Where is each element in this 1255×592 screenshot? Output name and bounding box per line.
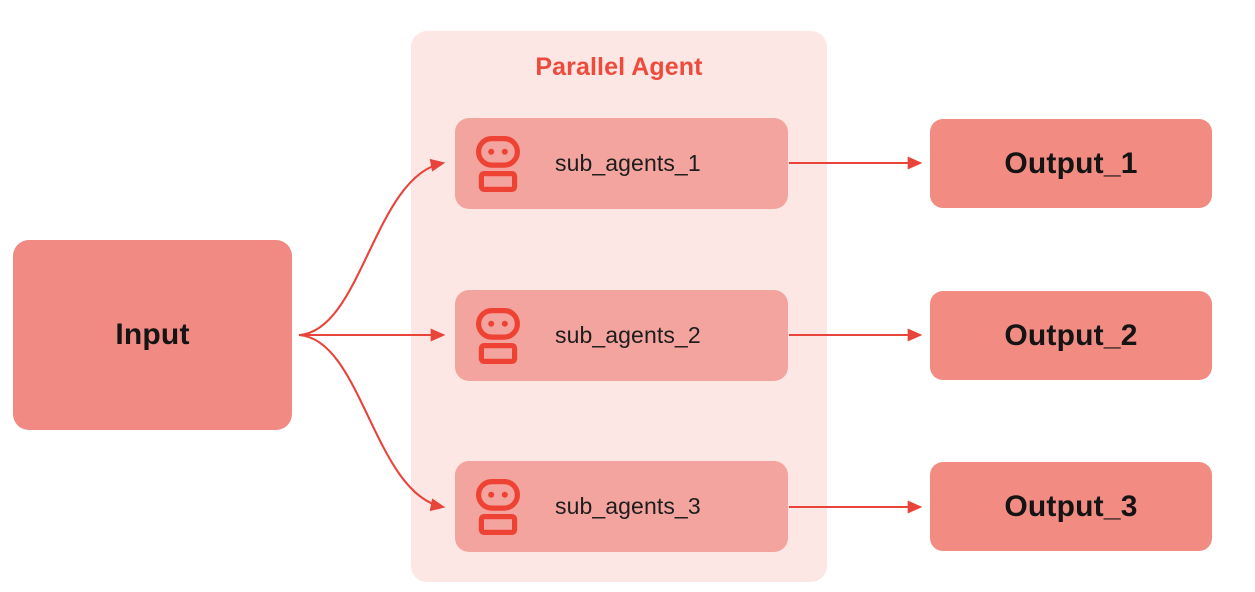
robot-icon bbox=[476, 307, 520, 364]
output-node-1[interactable]: Output_1 bbox=[930, 119, 1212, 208]
output-node-label-2: Output_2 bbox=[1004, 318, 1138, 352]
input-node[interactable]: Input bbox=[13, 240, 292, 430]
output-node-2[interactable]: Output_2 bbox=[930, 291, 1212, 380]
subagent-label-2: sub_agents_2 bbox=[555, 322, 701, 348]
output-node-3[interactable]: Output_3 bbox=[930, 462, 1212, 551]
subagent-label-3: sub_agents_3 bbox=[555, 493, 701, 519]
parallel-agent-title: Parallel Agent bbox=[535, 53, 703, 81]
robot-icon bbox=[476, 135, 520, 192]
subagent-node-3[interactable]: sub_agents_3 bbox=[455, 461, 788, 552]
output-node-label-3: Output_3 bbox=[1004, 489, 1138, 523]
subagent-node-1[interactable]: sub_agents_1 bbox=[455, 118, 788, 209]
subagent-label-1: sub_agents_1 bbox=[555, 150, 701, 176]
subagent-node-2[interactable]: sub_agents_2 bbox=[455, 290, 788, 381]
input-node-label: Input bbox=[115, 318, 190, 351]
robot-icon bbox=[476, 478, 520, 535]
output-node-label-1: Output_1 bbox=[1004, 146, 1138, 180]
